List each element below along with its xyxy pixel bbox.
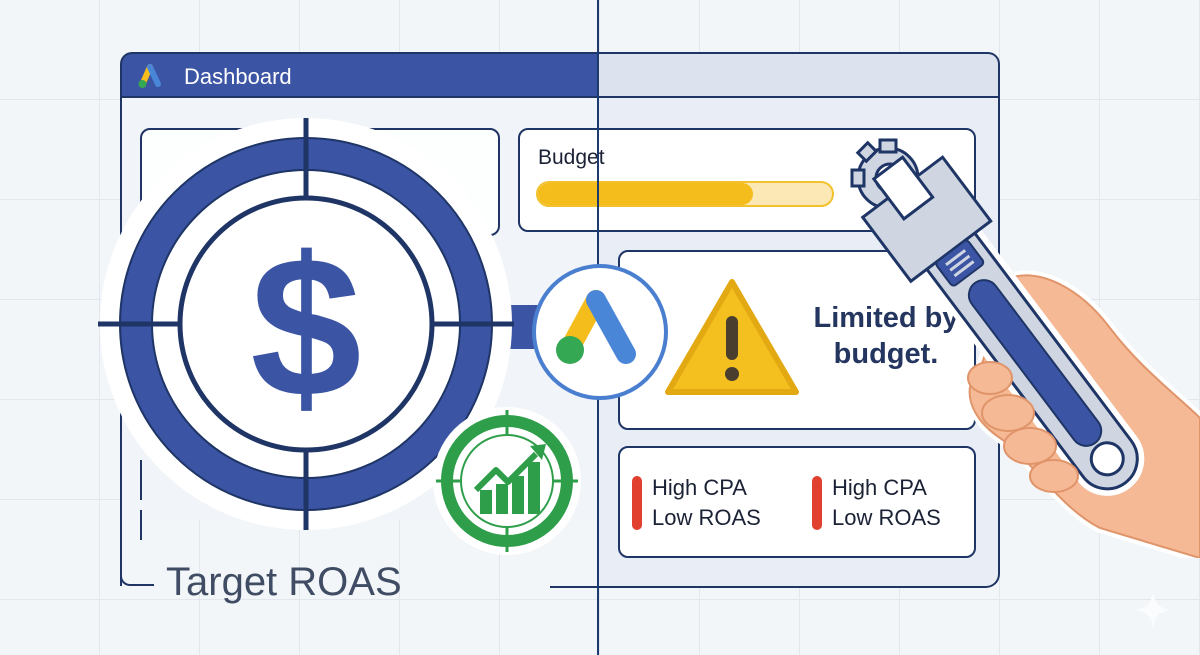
growth-chart-target-icon: [433, 407, 581, 555]
alert-metric: High CPA: [652, 475, 747, 500]
dash-mark: [140, 510, 142, 540]
target-roas-label: Target ROAS: [166, 560, 402, 604]
svg-text:$: $: [250, 216, 361, 439]
google-ads-logo-icon: [138, 64, 161, 88]
dollar-target-icon: $: [98, 118, 514, 530]
alert-metric: Low ROAS: [832, 505, 941, 530]
alerts-card: [618, 446, 976, 558]
window-border-bottom: [550, 586, 598, 588]
budget-progress-bar: [536, 181, 834, 207]
warning-message-line1: Limited by: [813, 302, 959, 334]
window-title: Dashboard: [184, 64, 292, 89]
warning-message: Limited by budget.: [796, 300, 976, 372]
dash-mark: [140, 460, 142, 500]
alert-indicator: [632, 476, 642, 530]
warning-triangle-icon: [656, 270, 808, 404]
budget-label: Budget: [538, 146, 605, 169]
sparkle-icon: [1135, 592, 1171, 628]
alert-metric: High CPA: [832, 475, 927, 500]
alert-metric: Low ROAS: [652, 505, 761, 530]
alert-item[interactable]: High CPA Low ROAS: [632, 474, 761, 532]
budget-progress-fill: [538, 183, 753, 205]
warning-message-line2: budget.: [833, 338, 939, 370]
alert-indicator: [812, 476, 822, 530]
google-ads-logo-icon: [532, 264, 668, 400]
title-bar-right: [598, 52, 1000, 98]
title-bar: [120, 52, 598, 98]
wrench-hand-icon: [850, 138, 1200, 558]
window-corner-bracket: [120, 520, 154, 586]
alert-item[interactable]: High CPA Low ROAS: [812, 474, 941, 532]
